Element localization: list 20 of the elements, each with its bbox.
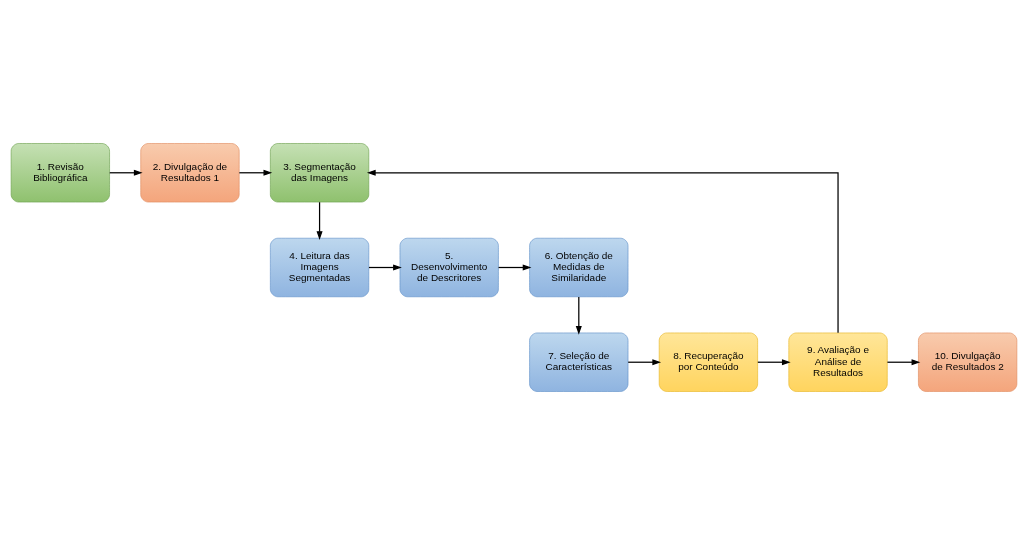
arrow	[109, 169, 143, 176]
arrow	[238, 169, 273, 176]
node-box: 8. Recuperação por Conteúdo	[658, 332, 758, 392]
arrow	[757, 359, 791, 366]
arrow	[886, 359, 921, 366]
arrow	[368, 264, 402, 271]
node-box: 1. Revisão Bibliográfica	[10, 143, 110, 203]
arrow	[627, 359, 662, 366]
node-box: 2. Divulgação de Resultados 1	[140, 143, 240, 203]
node-box: 10. Divulgação de Resultados 2	[918, 332, 1018, 392]
node-box: 5. Desenvolvimento de Descritores	[399, 237, 499, 298]
node-box: 9. Avaliação e Análise de Resultados	[788, 332, 888, 392]
node-box: 3. Segmentação das Imagens	[270, 143, 370, 203]
node-box: 7. Seleção de Características	[529, 332, 629, 392]
node-box: 6. Obtenção de Medidas de Similaridade	[529, 237, 629, 298]
node-box: 4. Leitura das Imagens Segmentadas	[270, 237, 370, 298]
arrow	[366, 169, 839, 334]
arrow	[316, 201, 323, 240]
arrow	[497, 264, 532, 271]
arrow	[575, 296, 582, 335]
